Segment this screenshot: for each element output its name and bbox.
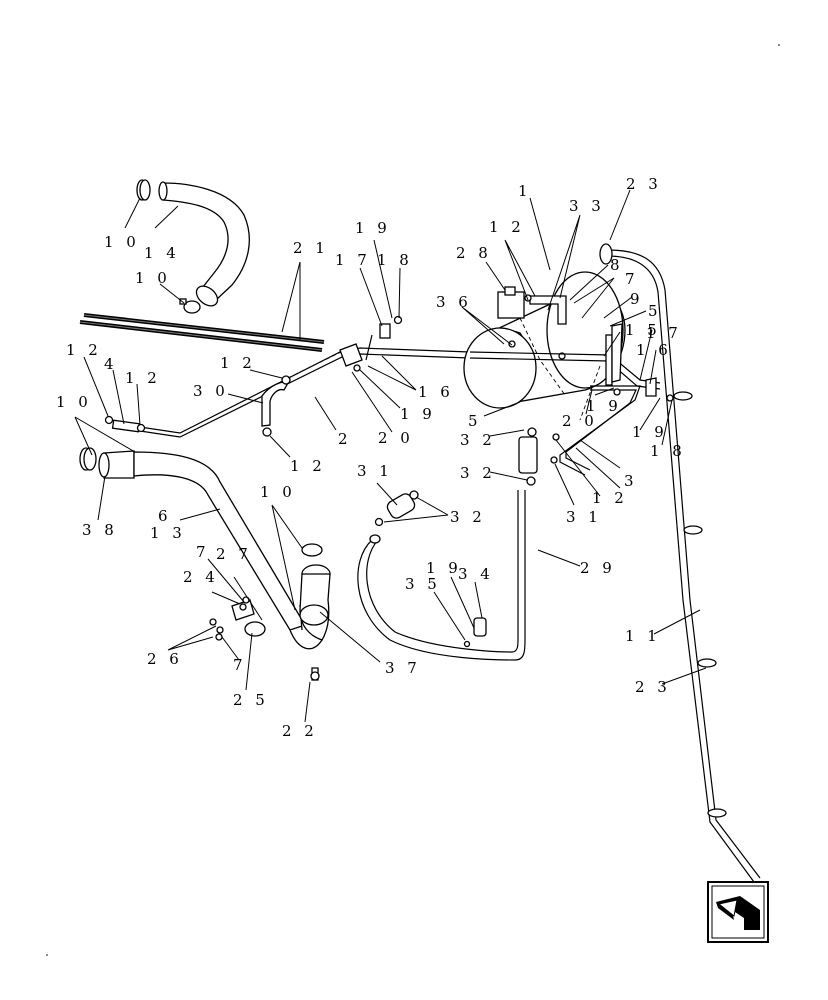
callout-20: 2 0: [378, 429, 414, 447]
pipe-11: [599, 243, 761, 883]
clamp-10-top: [136, 179, 151, 201]
clamp-bracket-24: [209, 596, 266, 641]
elbow-37: [299, 543, 331, 681]
hose-14: [158, 181, 250, 307]
callout-9: 9: [630, 290, 644, 308]
callout-14: 1 4: [144, 244, 180, 262]
callout-38: 3 8: [82, 521, 118, 539]
callout-1: 1: [518, 182, 532, 200]
callout-36: 3 6: [436, 293, 472, 311]
callout-19: 1 9: [355, 219, 391, 237]
callout-29: 2 9: [580, 559, 616, 577]
callout-21: 2 1: [293, 239, 329, 257]
callout-12: 1 2: [220, 354, 256, 372]
callout-31: 3 1: [566, 508, 602, 526]
callout-5: 5: [648, 302, 662, 320]
callout-26: 2 6: [147, 650, 183, 668]
callout-labels: 1 0 1 4 1 0 2 1 1 9 1 7 1 8 1 2 4 1 2 1 …: [56, 175, 686, 740]
callout-3: 3: [624, 472, 638, 490]
next-page-arrow-icon[interactable]: [707, 881, 769, 943]
callout-19: 1 9: [400, 405, 436, 423]
callout-7: 7: [625, 270, 639, 288]
hose-29: [357, 427, 538, 661]
callout-27: 2 7: [216, 545, 252, 563]
tank-1: [463, 271, 626, 409]
callout-19: 1 9: [632, 423, 668, 441]
callout-17: 1 7: [335, 251, 371, 269]
callout-37: 3 7: [385, 659, 421, 677]
speck: [46, 954, 48, 956]
fitting-34-35: [463, 617, 487, 648]
callout-15: 1 5: [625, 321, 661, 339]
callout-35: 3 5: [405, 575, 441, 593]
callout-32: 3 2: [460, 464, 496, 482]
callout-28: 2 8: [456, 244, 492, 262]
callout-19: 1 9: [426, 559, 462, 577]
callout-23: 2 3: [626, 175, 662, 193]
callout-12: 1 2: [125, 369, 161, 387]
callout-20: 2 0: [562, 412, 598, 430]
callout-5: 5: [468, 412, 482, 430]
callout-22: 2 2: [282, 722, 318, 740]
callout-32: 3 2: [460, 431, 496, 449]
callout-16: 1 6: [636, 341, 672, 359]
callout-25: 2 5: [233, 691, 269, 709]
callout-18: 1 8: [377, 251, 413, 269]
callout-12: 1 2: [592, 489, 628, 507]
callout-16: 1 6: [418, 383, 454, 401]
callout-7: 7: [233, 656, 247, 674]
callout-11: 1 1: [625, 627, 661, 645]
callout-19: 1 9: [586, 397, 622, 415]
leader-lines: [74, 189, 707, 723]
callout-33: 3 3: [569, 197, 605, 215]
clamp-10-mid: [179, 298, 201, 314]
callout-23: 2 3: [635, 678, 671, 696]
callout-34: 3 4: [458, 565, 494, 583]
callout-10: 1 0: [104, 233, 140, 251]
callout-24: 2 4: [183, 568, 219, 586]
callout-17: 1 7: [646, 324, 682, 342]
callout-10: 1 0: [56, 393, 92, 411]
callout-10: 1 0: [135, 269, 171, 287]
callout-13: 1 3: [150, 524, 186, 542]
callout-12: 1 2: [489, 218, 525, 236]
fuel-line-2: [104, 347, 471, 438]
callout-6: 6: [158, 507, 172, 525]
strip-21: [79, 313, 325, 352]
callout-31: 3 1: [357, 462, 393, 480]
callout-10: 1 0: [260, 483, 296, 501]
callout-18: 1 8: [650, 442, 686, 460]
callout-8: 8: [610, 256, 624, 274]
callout-32: 3 2: [450, 508, 486, 526]
hose-30: [261, 349, 346, 437]
callout-2: 2: [338, 430, 352, 448]
callout-12: 1 2: [66, 341, 102, 359]
callout-12: 1 2: [290, 457, 326, 475]
callout-4: 4: [104, 355, 118, 373]
callout-30: 3 0: [193, 382, 229, 400]
fitting-17-19-18: [339, 315, 403, 372]
callout-7: 7: [196, 543, 210, 561]
speck: [778, 44, 780, 46]
